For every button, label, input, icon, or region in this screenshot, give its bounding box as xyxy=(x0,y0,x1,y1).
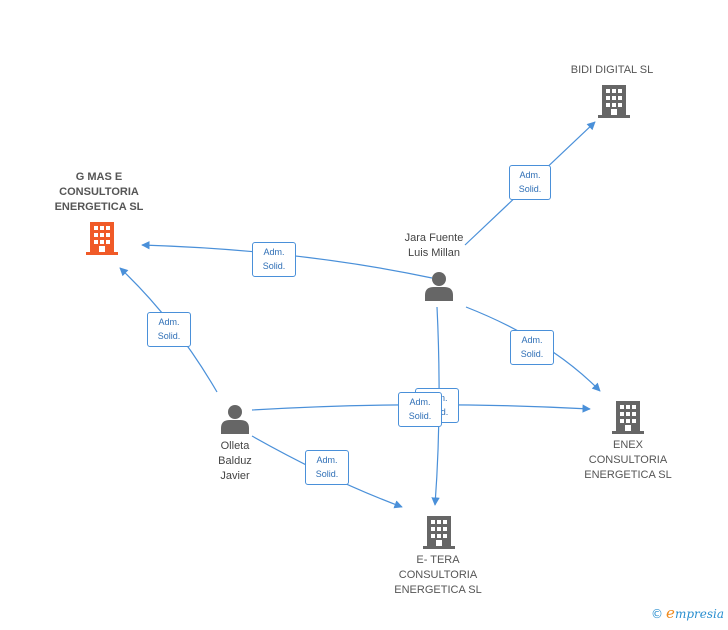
building-icon[interactable] xyxy=(598,83,630,119)
edge-label-jara-bidi[interactable]: Adm. Solid. xyxy=(509,165,551,200)
company-label-bidi[interactable]: BIDI DIGITAL SL xyxy=(570,64,654,76)
copyright-symbol: © xyxy=(651,607,664,621)
edge-label-line1: Adm. xyxy=(521,335,543,345)
edge-label-jara-gmas[interactable]: Adm. Solid. xyxy=(252,242,296,277)
edge-label-line2: Solid. xyxy=(520,349,544,359)
edge-label-line2: Solid. xyxy=(518,184,542,194)
building-icon[interactable] xyxy=(86,220,118,256)
building-icon[interactable] xyxy=(612,399,644,435)
edge-label-line2: Solid. xyxy=(157,331,181,341)
company-label-gmas[interactable]: G MAS E CONSULTORIA ENERGETICA SL xyxy=(54,171,144,213)
edge-label-line1: Adm. xyxy=(158,317,180,327)
edge-label-line2: Solid. xyxy=(408,411,432,421)
edge-label-olleta-etera[interactable]: Adm. Solid. xyxy=(305,450,349,485)
brand-name: mpresia xyxy=(674,607,724,621)
person-icon[interactable] xyxy=(424,271,454,301)
edge-label-jara-enex[interactable]: Adm. Solid. xyxy=(510,330,554,365)
empresia-watermark[interactable]: ©empresia xyxy=(651,604,724,622)
person-label-jara[interactable]: Jara Fuente Luis Millan xyxy=(404,232,464,259)
edge-label-line2: Solid. xyxy=(262,261,286,271)
person-icon[interactable] xyxy=(220,404,250,434)
edge-label-line1: Adm. xyxy=(519,170,541,180)
edge-label-line2: Solid. xyxy=(315,469,339,479)
brand-initial: e xyxy=(666,604,675,622)
edge-label-line1: Adm. xyxy=(263,247,285,257)
edge-label-olleta-enex[interactable]: Adm. Solid. xyxy=(398,392,442,427)
edge-label-line1: Adm. xyxy=(316,455,338,465)
edge-label-line1: Adm. xyxy=(409,397,431,407)
company-label-enex[interactable]: ENEX CONSULTORIA ENERGETICA SL xyxy=(584,439,672,481)
edge-label-olleta-gmas[interactable]: Adm. Solid. xyxy=(147,312,191,347)
building-icon[interactable] xyxy=(423,514,455,550)
company-label-etera[interactable]: E- TERA CONSULTORIA ENERGETICA SL xyxy=(394,554,482,596)
person-label-olleta[interactable]: Olleta Balduz Javier xyxy=(218,440,252,482)
